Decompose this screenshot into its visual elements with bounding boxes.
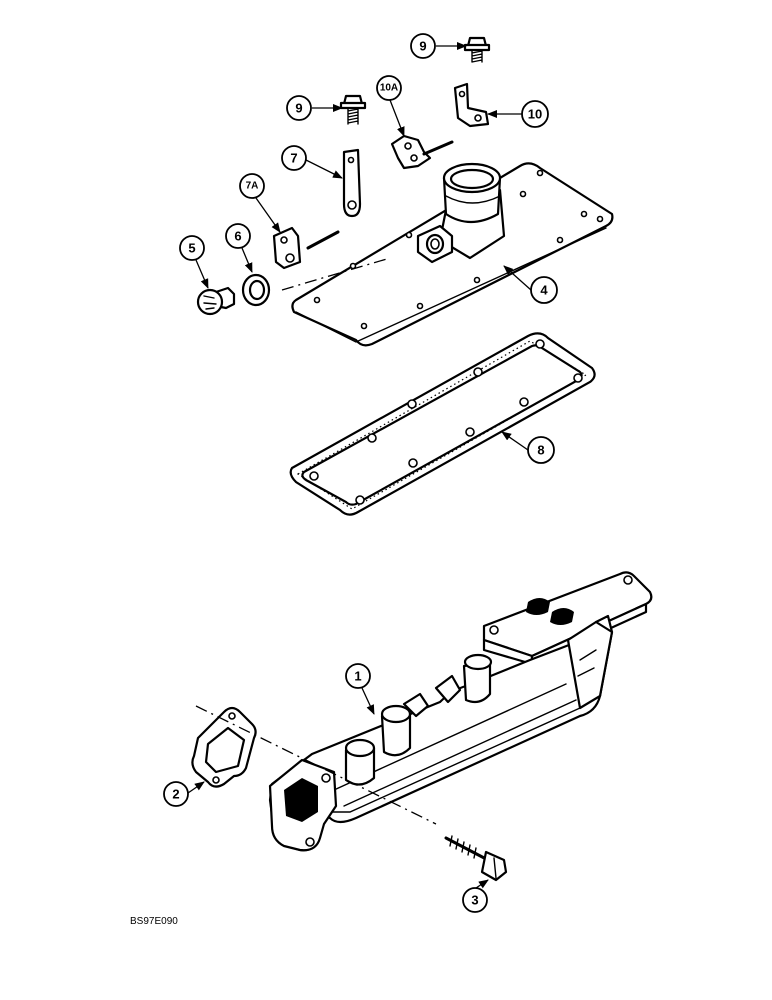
callout-4: 4	[503, 265, 558, 304]
callout-1: 1	[345, 663, 375, 715]
callout-7: 7	[281, 145, 343, 179]
alignment-lines	[195, 257, 437, 825]
callout-label-7a: 7A	[246, 181, 259, 192]
bolt-9-top	[463, 36, 491, 63]
callout-label-9-middle: 9	[295, 101, 302, 116]
bracket-7a	[272, 226, 302, 270]
callout-label-2: 2	[172, 787, 179, 802]
reference-code: BS97E090	[130, 916, 178, 927]
callout-label-1: 1	[354, 669, 361, 684]
callout-5: 5	[179, 235, 209, 289]
callout-label-5: 5	[188, 241, 195, 256]
leader-lines	[306, 140, 454, 250]
callout-label-4: 4	[540, 283, 548, 298]
callout-label-8: 8	[537, 443, 544, 458]
callout-10a: 10A	[376, 75, 405, 137]
exhaust-manifold-1	[268, 571, 653, 852]
callout-6: 6	[225, 223, 253, 273]
plug-5	[196, 286, 236, 316]
callout-label-7: 7	[290, 151, 297, 166]
bolt-9-middle	[339, 94, 367, 125]
callout-9-top: 9	[410, 33, 467, 59]
callout-label-10: 10	[528, 107, 542, 122]
bracket-10	[453, 82, 490, 128]
gasket-8	[289, 332, 596, 516]
bracket-10a	[390, 134, 432, 170]
callout-2: 2	[163, 781, 205, 807]
bracket-7	[342, 148, 362, 218]
callout-3: 3	[462, 879, 489, 913]
bolt-3	[444, 835, 508, 882]
callout-7a: 7A	[239, 173, 281, 233]
callout-label-3: 3	[471, 893, 478, 908]
callout-label-6: 6	[234, 229, 241, 244]
callout-8: 8	[501, 431, 555, 464]
callout-9-middle: 9	[286, 95, 343, 121]
washer-6	[241, 273, 271, 307]
callout-label-9-top: 9	[419, 39, 426, 54]
callout-label-10a: 10A	[380, 83, 398, 94]
callout-10: 10	[487, 100, 549, 128]
intake-cover-4	[291, 162, 614, 347]
